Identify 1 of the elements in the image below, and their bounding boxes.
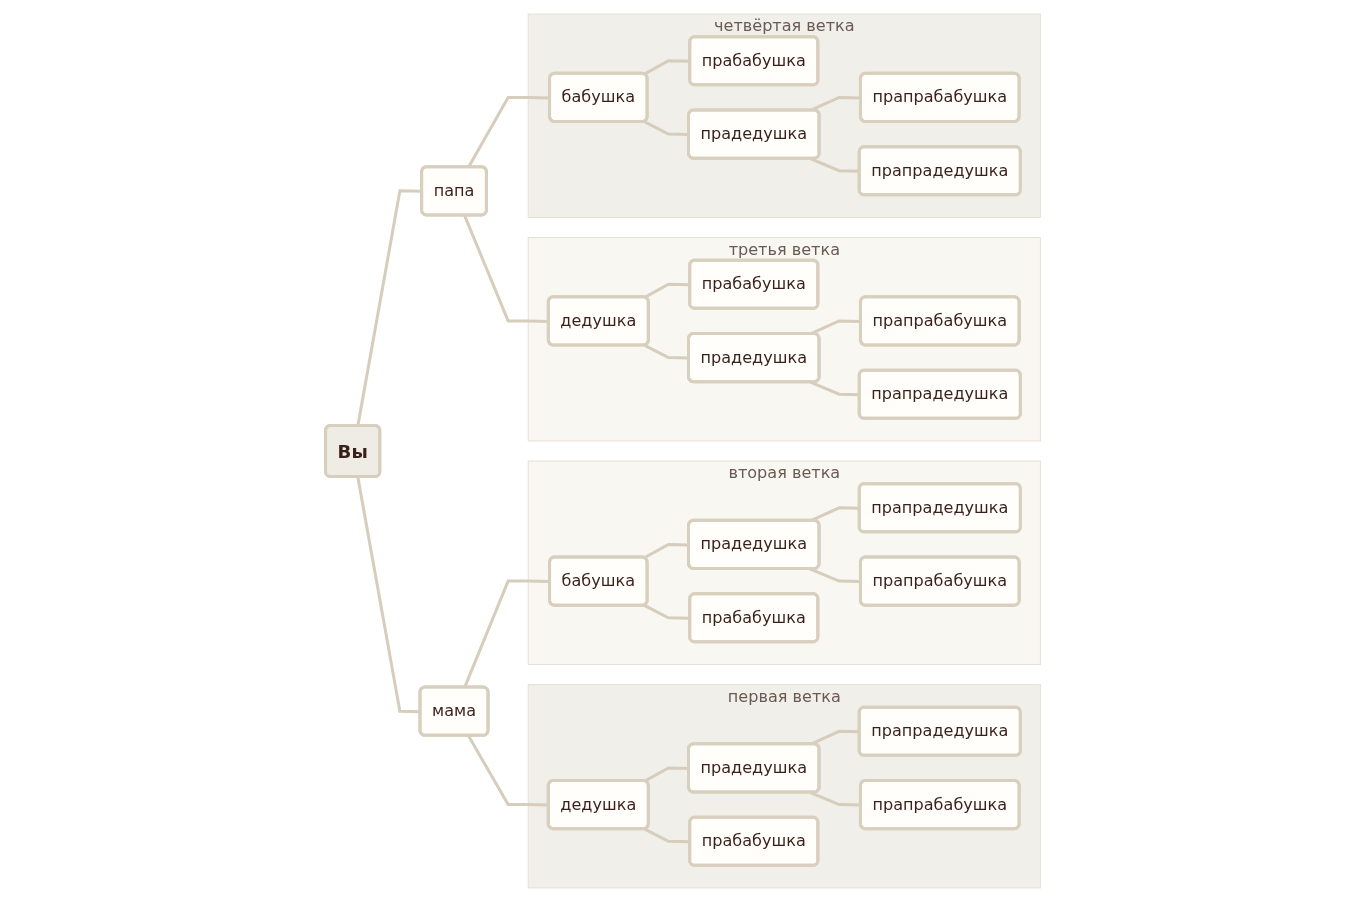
connector	[356, 476, 421, 714]
